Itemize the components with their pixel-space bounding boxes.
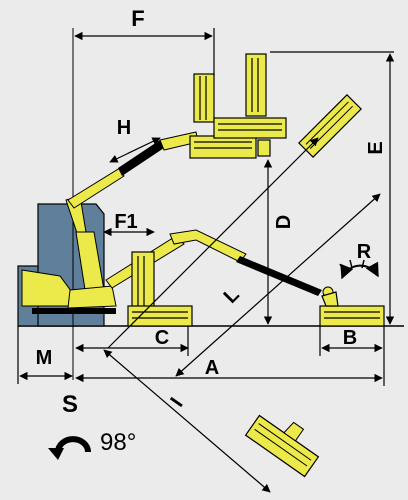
dimension-label-s: S (62, 391, 78, 418)
rotation-angle-icon (48, 436, 91, 460)
upper-flail-head (189, 53, 287, 159)
tractor-body (17, 203, 116, 327)
ground-flail-head (319, 291, 385, 327)
dimension-label-d: D (273, 215, 295, 229)
dimension-label-b: B (343, 327, 357, 349)
dimension-lines (17, 28, 395, 493)
dimension-label-e: E (365, 141, 387, 154)
dimension-label-a: A (205, 357, 219, 379)
rotated-flail-head (244, 414, 320, 478)
dimension-label-f: F (131, 6, 144, 31)
rotation-angle-label: 98° (100, 429, 136, 456)
dimension-label-c: C (155, 327, 169, 349)
dimension-label-f1: F1 (114, 211, 137, 233)
folded-flail-head (127, 251, 193, 327)
boom-mount (65, 195, 117, 309)
dimension-label-r: R (357, 241, 372, 263)
dimension-label-i: I (166, 394, 187, 411)
upper-boom (67, 131, 199, 209)
dimension-label-m: M (36, 347, 53, 369)
dimension-label-h: H (117, 117, 131, 139)
dimension-label-l: L (220, 284, 244, 308)
